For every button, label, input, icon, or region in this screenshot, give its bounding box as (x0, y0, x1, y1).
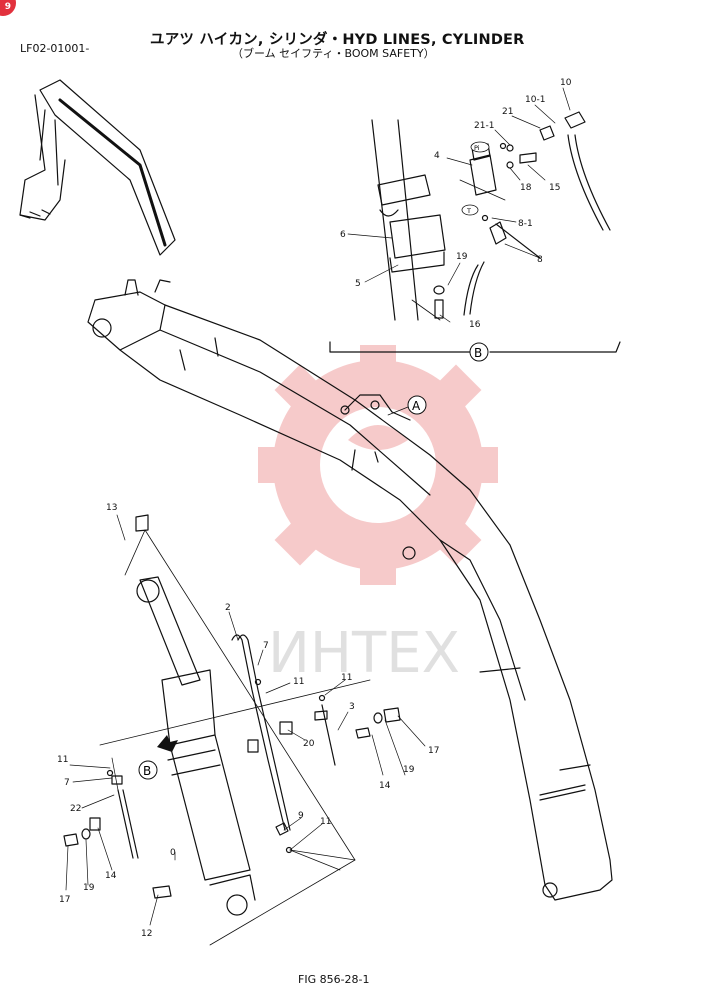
exploded-lines (99, 179, 506, 946)
callout-14-left: 14 (105, 871, 117, 881)
callout-2: 2 (225, 603, 231, 613)
view-b-bracket-left (329, 341, 471, 353)
callout-12: 12 (141, 929, 152, 939)
callout-14-right: 14 (379, 781, 391, 791)
watermark-text: ИНТЕХ (268, 621, 460, 686)
callout-17-right: 17 (428, 746, 439, 756)
callout-6: 6 (340, 230, 346, 240)
callout-19-right: 19 (403, 765, 415, 775)
callout-11-b: 11 (341, 673, 352, 683)
callout-16: 16 (469, 320, 481, 330)
gear-hole (320, 407, 436, 523)
callout-15: 15 (549, 183, 560, 193)
page-title: ユアツ ハイカン, シリンダ・HYD LINES, CYLINDER (150, 32, 525, 48)
callout-9: 9 (298, 811, 304, 821)
callout-19-detail: 19 (456, 252, 468, 262)
page-subtitle: （ブーム セイフティ・BOOM SAFETY） (232, 47, 435, 60)
callout-18: 18 (520, 183, 532, 193)
lower-hoses (63, 634, 401, 899)
figure-number: FIG 856-28-1 (298, 973, 370, 986)
callout-10-1: 10-1 (525, 95, 545, 105)
view-a-label: A (407, 395, 427, 415)
view-b-letter: B (474, 346, 482, 360)
view-arrow-icon (157, 735, 178, 752)
boom-assembly (87, 279, 613, 901)
callout-17-left: 17 (59, 895, 70, 905)
page-badge: 9 (0, 0, 16, 16)
page-badge-text: 9 (4, 2, 11, 12)
callout-7-upper: 7 (263, 641, 269, 651)
svg-text:Pi: Pi (474, 144, 480, 152)
view-b-arrow-label: B (138, 735, 178, 780)
callout-21: 21 (502, 107, 513, 117)
callout-11-c: 11 (57, 755, 68, 765)
excavator-thumbnail (19, 79, 176, 256)
callout-7-lower: 7 (64, 778, 70, 788)
callout-3: 3 (349, 702, 355, 712)
boom-cylinder (135, 514, 256, 916)
o-rings (106, 142, 507, 854)
watermark: ИНТЕХ (258, 345, 498, 686)
view-a-letter: A (412, 399, 421, 413)
callout-13: 13 (106, 503, 117, 513)
pi-mark: Pi (470, 141, 490, 153)
serial-range: LF02-01001- (20, 42, 90, 55)
callout-22: 22 (70, 804, 81, 814)
callout-5: 5 (355, 279, 361, 289)
leader-lines (65, 87, 571, 926)
callout-0: 0 (170, 848, 176, 858)
view-b-arrow-letter: B (143, 764, 151, 778)
svg-text:T: T (466, 207, 471, 215)
callout-19-left: 19 (83, 883, 95, 893)
view-b-label: B (469, 342, 489, 362)
view-b-bracket-right (489, 341, 621, 353)
t-mark: T (461, 204, 479, 216)
callout-8: 8 (537, 255, 543, 265)
detail-b-drawing (371, 111, 611, 321)
callout-10: 10 (560, 78, 572, 88)
callout-21-1: 21-1 (474, 121, 494, 131)
callout-11-d: 11 (320, 817, 331, 827)
callout-numbers: 10 10-1 21 21-1 4 18 15 6 5 8-1 8 19 16 … (57, 78, 572, 939)
callout-11-a: 11 (293, 677, 304, 687)
gear-inner-mark (348, 425, 408, 450)
callout-4: 4 (434, 151, 440, 161)
callout-20: 20 (303, 739, 315, 749)
callout-8-1: 8-1 (518, 219, 533, 229)
